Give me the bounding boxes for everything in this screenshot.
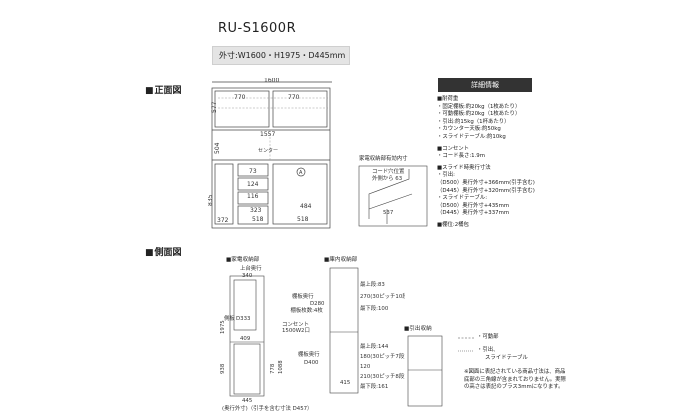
spec-line: ・コード長さ:1.9m: [437, 153, 485, 160]
d333-label: D333: [236, 316, 250, 322]
cabinet-dim-415: 415: [340, 380, 350, 386]
front-dim-116: 116: [247, 193, 259, 200]
bottom-depth-note: (奥行外寸)（引手を含む寸法 D457）: [222, 404, 312, 412]
detail-a-diagram: コード穴位置 外側から 63 537: [358, 165, 428, 227]
dimensions-badge: 外寸:W1600・H1975・D445mm: [212, 46, 350, 65]
front-marker-a: A: [299, 170, 303, 176]
front-upper-right-width: 770: [288, 94, 300, 101]
detail-spec-list: 耐荷重・固定棚板:約20kg（1枚あたり）・可動棚板:約20kg（1枚あたり）・…: [437, 96, 535, 230]
shelf-count-note: ※棚板枚数:4枚: [290, 306, 323, 314]
height-1975: 1975: [220, 320, 226, 334]
outlet-spec: 1500W2口: [282, 327, 310, 334]
spec-line: ・カウンター天板:約50kg: [437, 126, 501, 133]
front-dim-323: 323: [250, 207, 262, 214]
spec-group-heading: 耐荷重: [437, 96, 535, 104]
detail-info-header: 詳細情報: [438, 78, 532, 92]
detail-a-label: 家電収納部有効内寸: [359, 156, 408, 162]
front-elevation: 1600 770 770 577 1557 センター 504 73 124 11…: [208, 78, 332, 229]
height-778: 778: [270, 363, 276, 374]
spec-line: （D445）奥行外寸+337mm: [437, 210, 510, 217]
front-dim-372: 372: [217, 217, 229, 224]
front-counter-width: 1557: [260, 131, 275, 138]
bottom-depth: 445: [242, 398, 252, 404]
side-plate-label: 側板: [224, 314, 235, 322]
shelf-depth-label: 棚板奥行: [292, 292, 314, 300]
side-view-heading: 側面図: [145, 245, 182, 258]
appliance-section-label: 家電収納部: [226, 255, 259, 263]
upper-depth-value: 340: [242, 273, 253, 279]
cabinet-top-shelf: 最上段:83: [360, 280, 385, 288]
height-938: 938: [220, 363, 226, 374]
spec-line: （D500）奥行外寸+366mm(引手含む): [437, 179, 535, 186]
cabinet-pitch-2: 180(30ピッチ7段): [360, 352, 405, 360]
dim-409: 409: [240, 336, 251, 342]
shelf-depth-value: D280: [310, 301, 325, 307]
shelf-depth-label-2: 棚板奥行: [298, 350, 320, 358]
product-title: RU-S1600R: [218, 21, 297, 36]
spec-line: （D500）奥行外寸+435mm: [437, 202, 510, 209]
legend-movable: ・可動部: [477, 334, 499, 340]
front-dim-835: 835: [208, 194, 214, 206]
front-mid-height: 504: [214, 142, 221, 154]
cabinet-bottom-shelf: 最下段:100: [360, 304, 389, 312]
legend-slide-table: スライドテーブル: [485, 355, 528, 361]
front-view-heading: 正面図: [145, 83, 182, 96]
front-center-label: センター: [258, 147, 278, 154]
side-cabinet-diagram: 最上段:83 270(30ピッチ10段) 最下段:100 棚板奥行 D280 ※…: [290, 267, 405, 394]
cabinet-pitch-3: 210(30ピッチ8段): [360, 372, 405, 380]
upper-depth-label: 上台奥行: [240, 264, 262, 272]
detail-a-cord-label: コード穴位置: [372, 167, 405, 175]
spec-group-heading: スライド時奥行寸法: [437, 165, 535, 173]
shelf-depth-value-2: D400: [304, 360, 319, 366]
cabinet-dim-120: 120: [360, 364, 371, 370]
cabinet-shelf-pitch: 270(30ピッチ10段): [360, 292, 405, 300]
front-upper-left-width: 770: [234, 94, 246, 101]
cabinet-top-shelf-2: 最上段:144: [360, 342, 389, 350]
spec-line: ・可動棚板:約20kg（1枚あたり）: [437, 111, 521, 118]
detail-a-dim-537: 537: [383, 210, 393, 216]
spec-line: ・引出:約15kg（1杯あたり）: [437, 118, 510, 125]
outlet-label: コンセント: [282, 321, 309, 328]
front-dim-484: 484: [300, 203, 312, 210]
spec-line: ・スライドテーブル:約10kg: [437, 133, 506, 140]
front-dim-73: 73: [249, 168, 257, 175]
front-dim-518a: 518: [252, 216, 264, 223]
front-dim-518b: 518: [297, 216, 309, 223]
spec-group-heading: 棚位:2桶包: [437, 222, 535, 230]
spec-line: ・固定棚板:約20kg（1枚あたり）: [437, 103, 521, 110]
spec-line: ・引出:: [437, 172, 455, 179]
spec-line: （D445）奥行外寸+320mm(引手含む): [437, 187, 535, 194]
spec-line: ・スライドテーブル:: [437, 195, 488, 202]
cabinet-bottom-shelf-2: 最下段:161: [360, 382, 388, 390]
drawer-section-label: 引出収納: [404, 324, 431, 332]
legend-lines: [458, 337, 474, 352]
drawer-diagram: [407, 335, 443, 407]
spec-group-heading: コンセント: [437, 146, 535, 154]
side-appliance-diagram: 上台奥行 340 側板 D333 コンセント 1500W2口 409 1975 …: [220, 264, 312, 412]
legend-note: ※図面に表記されている商品寸法は、商品底部の三角線が含まれておりません。実際の高…: [464, 369, 566, 391]
front-upper-height: 577: [211, 101, 218, 113]
height-1088: 1088: [278, 360, 284, 374]
cabinet-section-label: 庫内収納部: [324, 255, 357, 263]
front-dim-124: 124: [247, 181, 259, 188]
front-width-label: 1600: [264, 78, 279, 84]
legend-drawer-slide: ・引出、: [477, 347, 499, 353]
detail-a-cord-offset: 外側から 63: [372, 174, 402, 182]
